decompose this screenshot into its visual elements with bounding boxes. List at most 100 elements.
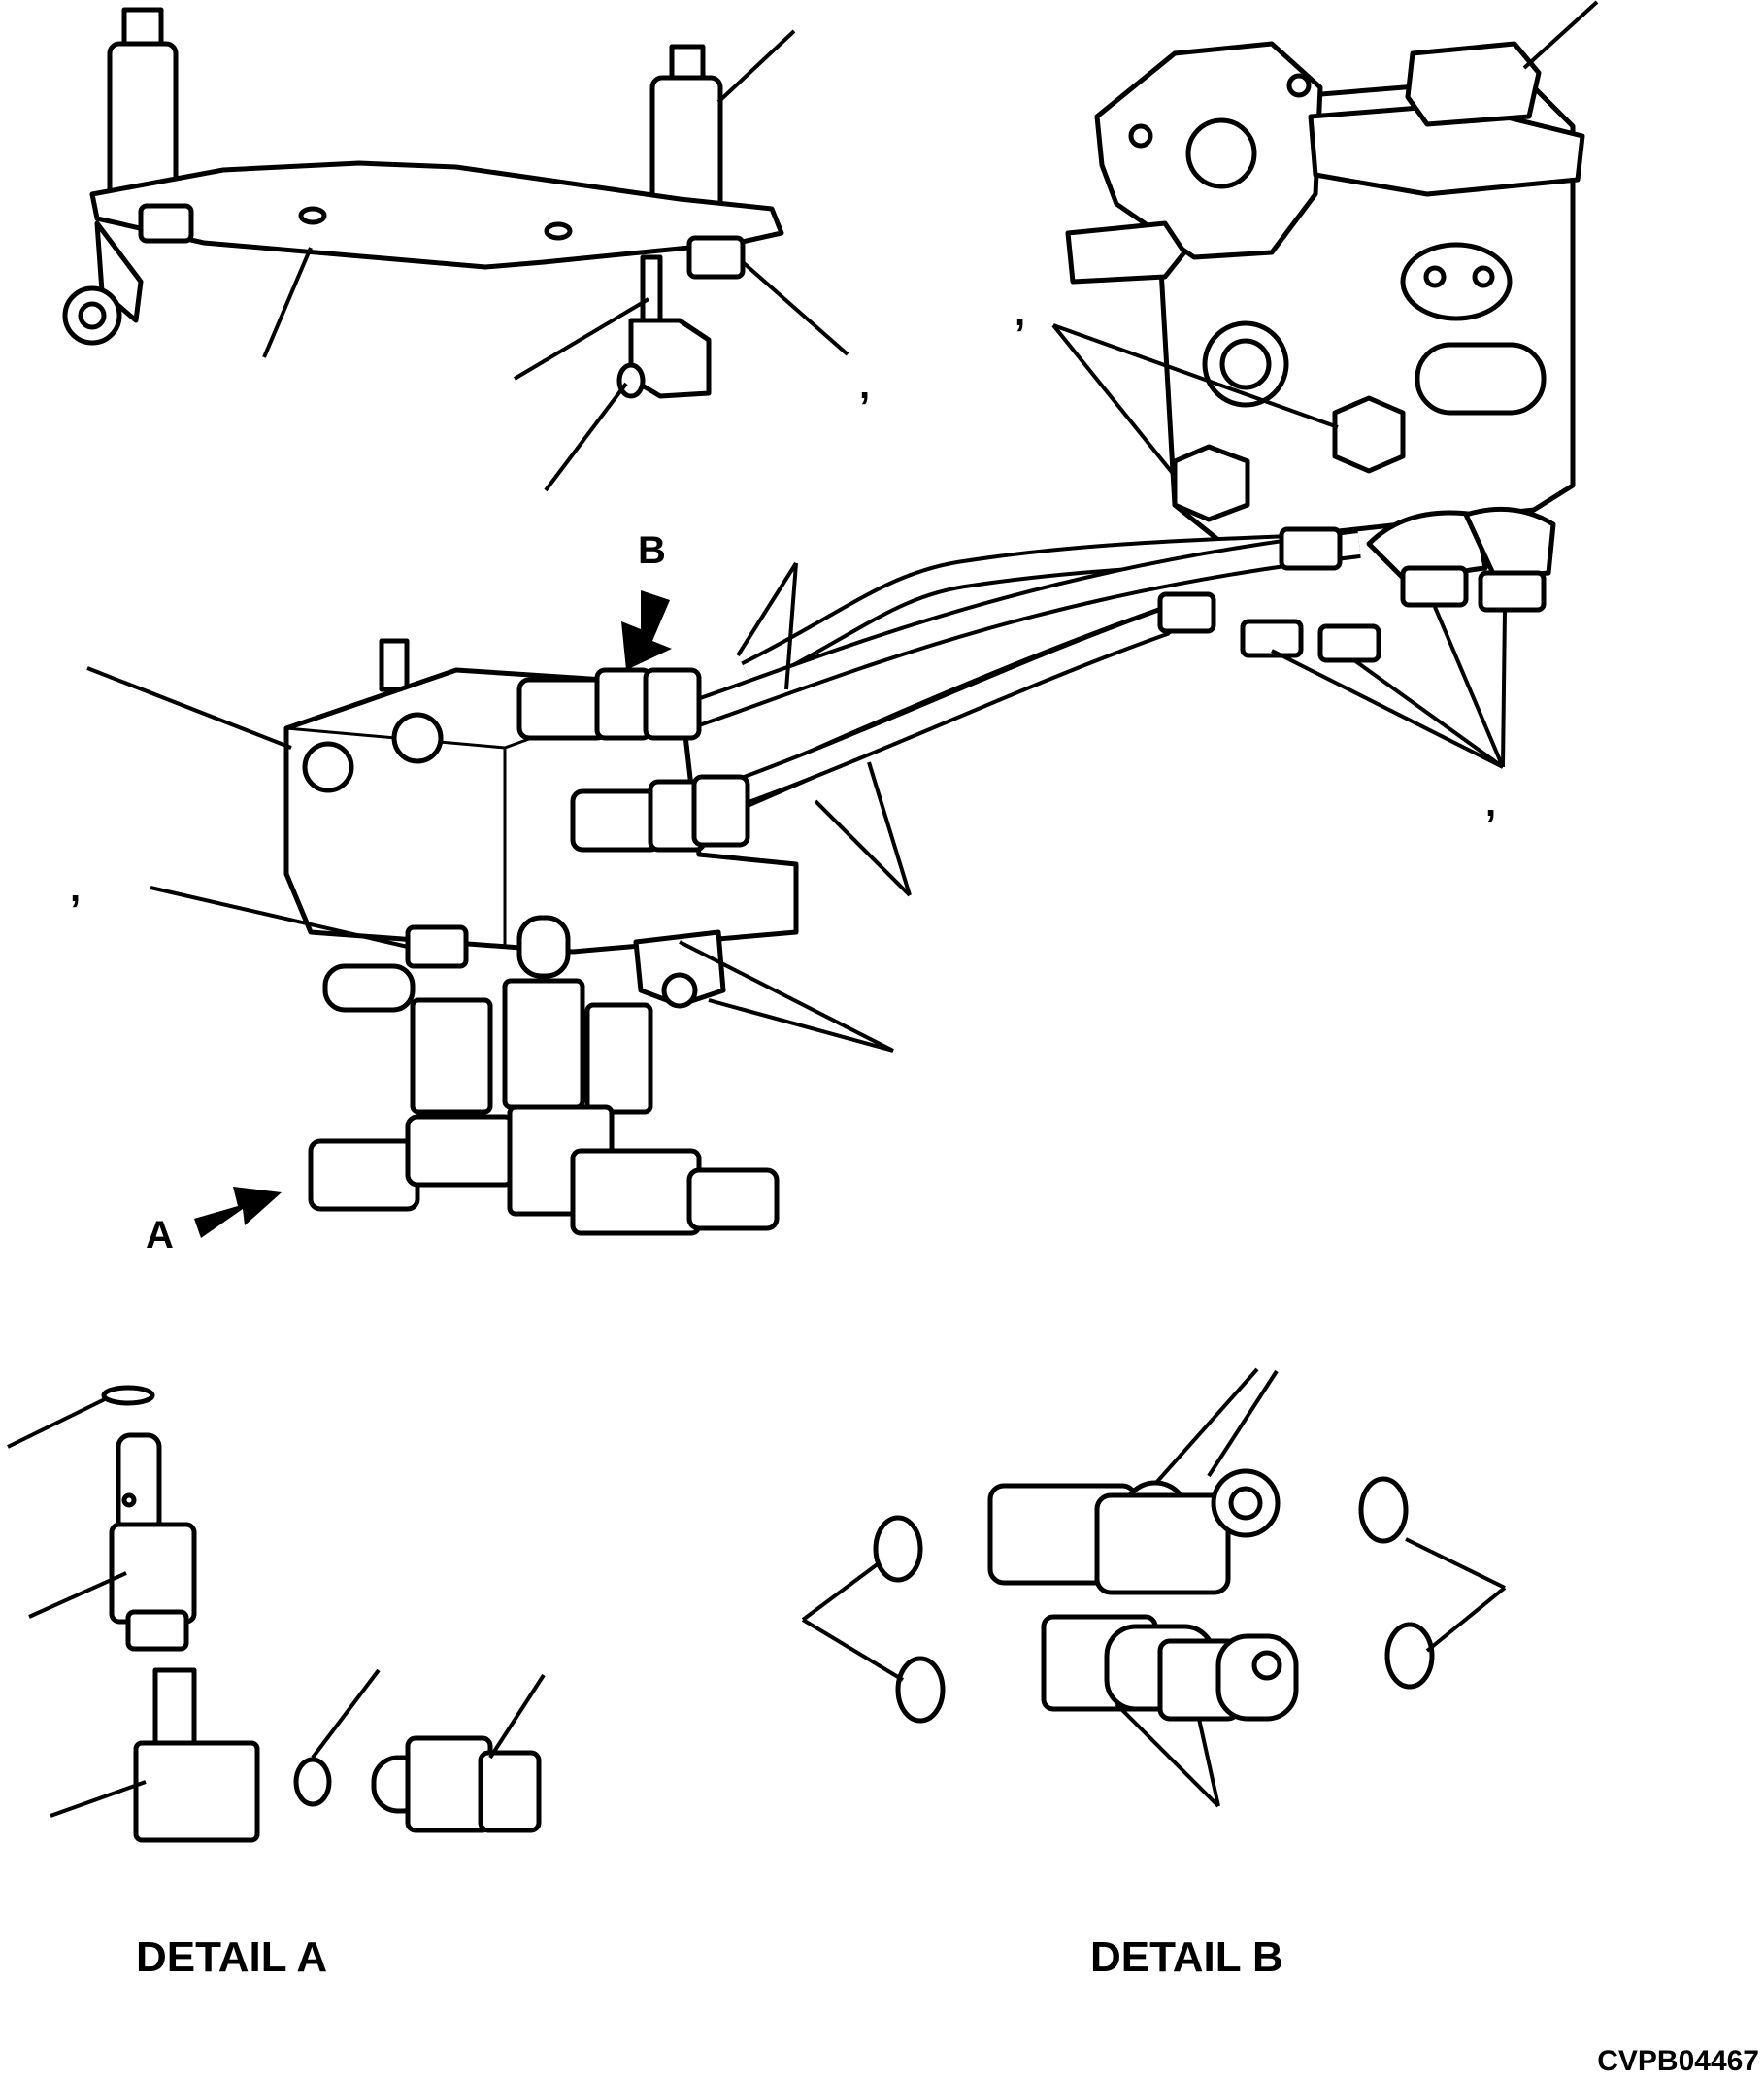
figure-code: CVPB04467 (1597, 2045, 1759, 2077)
leader-line (1115, 1702, 1220, 1808)
leader-line (741, 260, 849, 356)
side-plug (322, 963, 416, 1013)
detail-a-caption: DETAIL A (136, 1933, 327, 1981)
sensor-hex (584, 1002, 653, 1115)
eye-hole (78, 301, 107, 330)
leader-line (1271, 649, 1504, 769)
leader-line (7, 1396, 108, 1449)
valve-block-assembly (86, 561, 912, 1236)
leader-line (1153, 1367, 1259, 1486)
adapter-fitting (1094, 1492, 1231, 1595)
view-arrow-a: A (146, 1187, 282, 1257)
leader-line (1425, 1586, 1507, 1653)
detail-b: DETAIL B (801, 1367, 1507, 1981)
leader-line (262, 247, 313, 358)
tube-nut (594, 667, 653, 741)
separator-comma: , (1015, 291, 1025, 334)
leader-line (28, 1571, 127, 1619)
adapter-bore (1228, 1486, 1263, 1521)
leader-line (679, 940, 894, 1053)
view-arrow-a-icon (194, 1187, 282, 1238)
o-ring (101, 1385, 155, 1406)
leader-line (867, 761, 912, 896)
leader-line (86, 666, 292, 750)
leader-line (1352, 658, 1505, 769)
tube-nut (643, 667, 702, 741)
stem-hole (121, 1492, 137, 1508)
leader-line (488, 1673, 546, 1760)
adapter-bore (1251, 1650, 1282, 1681)
sensor-plug (686, 1167, 780, 1231)
hex-nut (1317, 623, 1381, 663)
sensor-connector (308, 1138, 420, 1212)
leader-line (1051, 323, 1177, 478)
leader-line (1207, 1369, 1279, 1478)
sensor-hex-nut (125, 1609, 189, 1652)
leader-line (1197, 1718, 1220, 1807)
o-ring (293, 1757, 332, 1807)
leader-line (1501, 609, 1507, 768)
pump-foot (1065, 220, 1187, 285)
sensor-stem (116, 1432, 162, 1535)
block-port (302, 741, 354, 793)
leader-line (1433, 606, 1505, 768)
plate-hole (544, 221, 573, 241)
banjo-bore (661, 972, 698, 1009)
sensor-hex (410, 997, 493, 1115)
view-arrow-b: B (621, 529, 672, 670)
hex-plug (1332, 395, 1406, 474)
detail-b-caption: DETAIL B (1090, 1933, 1283, 1981)
leader-line (708, 998, 894, 1053)
view-arrow-b-icon (621, 590, 672, 670)
leader-line (784, 562, 798, 690)
view-label-a: A (146, 1214, 174, 1257)
hex-nut (405, 924, 469, 969)
o-ring (873, 1515, 923, 1583)
leader-line (801, 1618, 905, 1682)
leader-line (544, 382, 628, 492)
leader-line (50, 1780, 147, 1818)
o-ring (895, 1656, 946, 1724)
plate-hole (298, 206, 327, 225)
o-ring (1358, 1476, 1409, 1544)
banjo-elbow (1463, 506, 1556, 581)
hex-plug (1172, 444, 1250, 522)
flange-bore (1185, 117, 1257, 189)
leader-line (1522, 0, 1599, 70)
hex-nut (1478, 570, 1547, 613)
leader-line (150, 886, 409, 949)
boss-hole (1472, 265, 1495, 288)
tube-nut (1157, 591, 1216, 634)
adapter-body (1215, 1633, 1299, 1722)
view-label-b: B (638, 529, 666, 572)
banjo-fitting (633, 929, 726, 1008)
leader-line (311, 1668, 381, 1760)
valve-pin (379, 638, 410, 692)
sensor-hex (502, 978, 585, 1110)
pump-port-boss (1400, 242, 1513, 321)
leader-line (513, 297, 650, 381)
leader-line (801, 1561, 881, 1622)
flange-hole (1128, 123, 1153, 149)
hex-nut (138, 203, 194, 244)
outlet-bore (1219, 338, 1272, 390)
separator-comma: , (1485, 782, 1496, 824)
leader-line (1052, 323, 1339, 429)
pump-port-boss (1415, 342, 1547, 416)
leader-line (716, 29, 796, 104)
leader-line (814, 799, 912, 897)
tube-fitting (570, 788, 663, 853)
switch-body (133, 1740, 260, 1843)
pump-body-assembly (1051, 0, 1599, 769)
tube-nut (691, 774, 750, 848)
sensor-connector (570, 1148, 702, 1236)
hex-nut (686, 235, 746, 280)
switch-hex (405, 1735, 493, 1833)
hex-nut (1240, 619, 1304, 658)
tube-nut (1279, 526, 1343, 571)
connector-port (616, 362, 646, 399)
flange-hole (1286, 73, 1312, 98)
mounting-bracket-assembly (62, 7, 849, 492)
hydraulic-tubes (665, 526, 1361, 830)
